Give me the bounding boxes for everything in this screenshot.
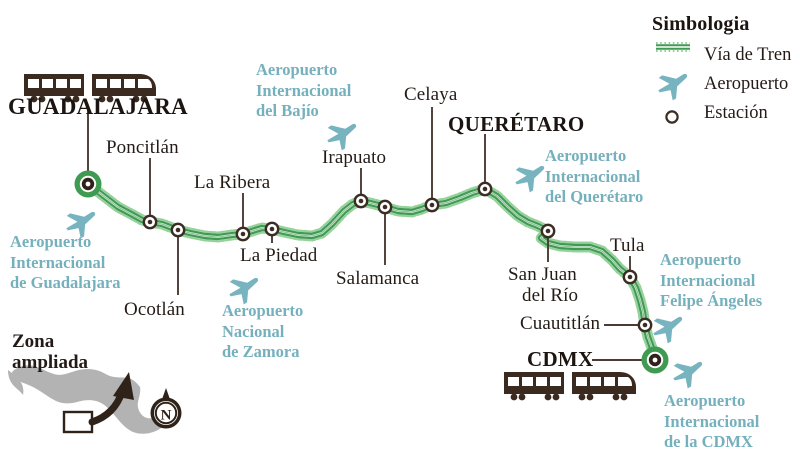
legend-item-station[interactable]: Estación [652, 99, 791, 128]
station-marker [264, 221, 280, 237]
airport-label-bajio-line1: Aeropuerto [256, 60, 338, 79]
station-label-la-piedad: La Piedad [240, 245, 318, 266]
airport-label-zamora-line1: Aeropuerto [222, 301, 304, 320]
airplane-icon-legend [658, 73, 688, 101]
station-label-celaya: Celaya [404, 84, 458, 105]
station-label-ocotlan: Ocotlán [124, 299, 185, 320]
station-label-salamanca: Salamanca [336, 268, 420, 289]
city-label-queretaro: QUERÉTARO [448, 112, 585, 136]
airplane-icon-queretaro [515, 165, 545, 193]
station-label-san-juan-del-rio-line1: San Juan [508, 264, 577, 285]
station-label-la-ribera: La Ribera [194, 172, 271, 193]
legend-title: Simbologia [652, 13, 750, 35]
station-label-irapuato: Irapuato [322, 147, 387, 168]
station-marker [377, 199, 393, 215]
airport-label-cdmx-line2: Internacional [664, 411, 760, 431]
airport-label-felipe-angeles-line2: Internacional [660, 270, 756, 290]
airport-label-queretaro: Aeropuerto Internacional del Querétaro [545, 146, 643, 208]
train-icon-cdmx [504, 372, 636, 401]
airport-label-zamora: Aeropuerto Nacional de Zamora [222, 301, 303, 363]
terminus-marker-guadalajara [74, 170, 102, 198]
airport-label-felipe-angeles-line1: Aeropuerto [660, 250, 742, 269]
legend-icons [656, 42, 690, 124]
inset-title-line1: Zona [12, 331, 55, 352]
airport-label-guadalajara: Aeropuerto Internacional de Guadalajara [10, 232, 120, 294]
legend-item-rail[interactable]: Vía de Tren [652, 41, 791, 70]
airport-label-guadalajara-line2: Internacional [10, 252, 106, 272]
station-marker [353, 193, 369, 209]
airplane-icon-bajio [327, 123, 357, 151]
airport-label-zamora-line2: Nacional [222, 321, 285, 341]
station-marker [170, 222, 186, 238]
legend-item-station-label: Estación [704, 102, 768, 123]
airport-label-felipe-angeles: Aeropuerto Internacional Felipe Ángeles [660, 250, 762, 312]
station-marker [424, 197, 440, 213]
airplane-icon-felipe-angeles [653, 316, 683, 344]
airport-label-bajio-line2: Internacional [256, 80, 352, 100]
station-marker [637, 317, 653, 333]
station-marker [142, 214, 158, 230]
station-label-cuautitlan: Cuautitlán [520, 313, 601, 334]
station-marker [477, 181, 493, 197]
svg-text:N: N [161, 408, 172, 424]
inset-title-line2: ampliada [12, 352, 89, 374]
legend: Simbologia Vía de Tren Aeropuerto Estaci… [652, 13, 791, 128]
airport-label-queretaro-line2: Internacional [545, 166, 641, 186]
airport-label-guadalajara-line3: de Guadalajara [10, 273, 121, 293]
airport-label-cdmx-line1: Aeropuerto [664, 391, 746, 410]
station-label-tula: Tula [610, 235, 645, 256]
legend-item-airport[interactable]: Aeropuerto [652, 70, 791, 99]
airport-label-zamora-line3: de Zamora [222, 342, 300, 362]
station-label-poncitlan: Poncitlán [106, 137, 179, 158]
airport-label-cdmx-line3: de la CDMX [664, 432, 753, 452]
station-label-san-juan-del-rio-line2: del Río [522, 285, 579, 306]
station-dot-icon [665, 110, 679, 124]
station-marker [235, 226, 251, 242]
train-icon-guadalajara [24, 74, 156, 103]
airport-label-queretaro-line3: del Querétaro [545, 187, 644, 207]
airport-label-queretaro-line1: Aeropuerto [545, 146, 627, 165]
legend-item-airport-label: Aeropuerto [704, 73, 789, 94]
city-label-cdmx: CDMX [527, 347, 594, 371]
airplane-icon-zamora [229, 277, 259, 305]
airport-label-guadalajara-line1: Aeropuerto [10, 232, 92, 251]
compass-rose: N [150, 388, 182, 429]
airplane-icon-guadalajara [66, 211, 96, 239]
city-label-guadalajara: GUADALAJARA [8, 94, 188, 119]
inset-map-mexico [8, 365, 171, 434]
airplane-icon-cdmx [673, 361, 703, 389]
airport-label-bajio: Aeropuerto Internacional del Bajío [256, 60, 351, 122]
airport-label-cdmx: Aeropuerto Internacional de la CDMX [664, 391, 759, 453]
airport-label-felipe-angeles-line3: Felipe Ángeles [660, 291, 763, 311]
terminus-marker-cdmx [641, 346, 669, 374]
airport-label-bajio-line3: del Bajío [256, 101, 319, 121]
inset-title: Zona ampliada [12, 331, 88, 374]
legend-item-rail-label: Vía de Tren [704, 44, 792, 65]
station-marker [540, 223, 556, 239]
station-markers [74, 170, 669, 374]
station-marker [622, 269, 638, 285]
